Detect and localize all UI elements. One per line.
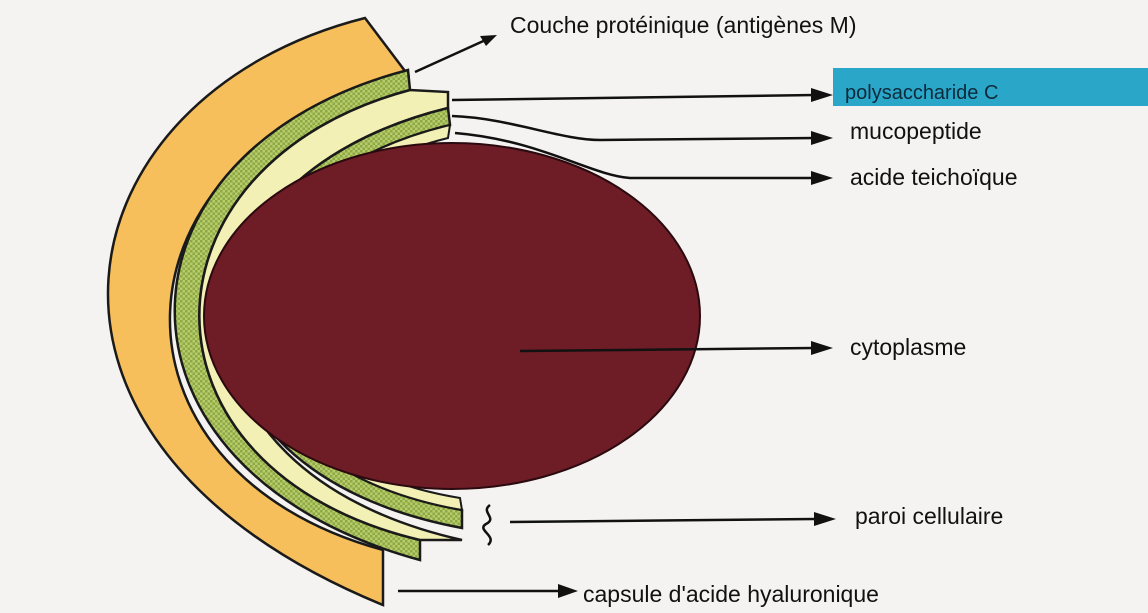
- arrowhead-capsule: [558, 584, 578, 598]
- arrowhead-cytoplasm: [811, 341, 833, 355]
- leader-mucopeptide: [452, 116, 815, 140]
- cell-wall-brace: [483, 505, 490, 545]
- cytoplasm-body: [204, 143, 700, 489]
- arrowhead-teichoic-acid: [811, 171, 833, 185]
- label-polysaccharide: polysaccharide C: [833, 68, 1148, 106]
- leader-protein-layer: [415, 38, 490, 72]
- label-capsule: capsule d'acide hyaluronique: [583, 581, 879, 608]
- leader-cell-wall: [510, 519, 815, 522]
- label-protein-layer: Couche protéinique (antigènes M): [510, 12, 856, 39]
- arrowhead-cell-wall: [814, 512, 836, 526]
- arrowhead-polysaccharide: [811, 88, 833, 102]
- leader-polysaccharide: [452, 95, 815, 100]
- label-mucopeptide: mucopeptide: [850, 118, 982, 145]
- arrowhead-mucopeptide: [811, 131, 833, 145]
- label-cytoplasm: cytoplasme: [850, 334, 966, 361]
- label-cell-wall: paroi cellulaire: [855, 503, 1003, 530]
- label-teichoic-acid: acide teichoïque: [850, 164, 1018, 191]
